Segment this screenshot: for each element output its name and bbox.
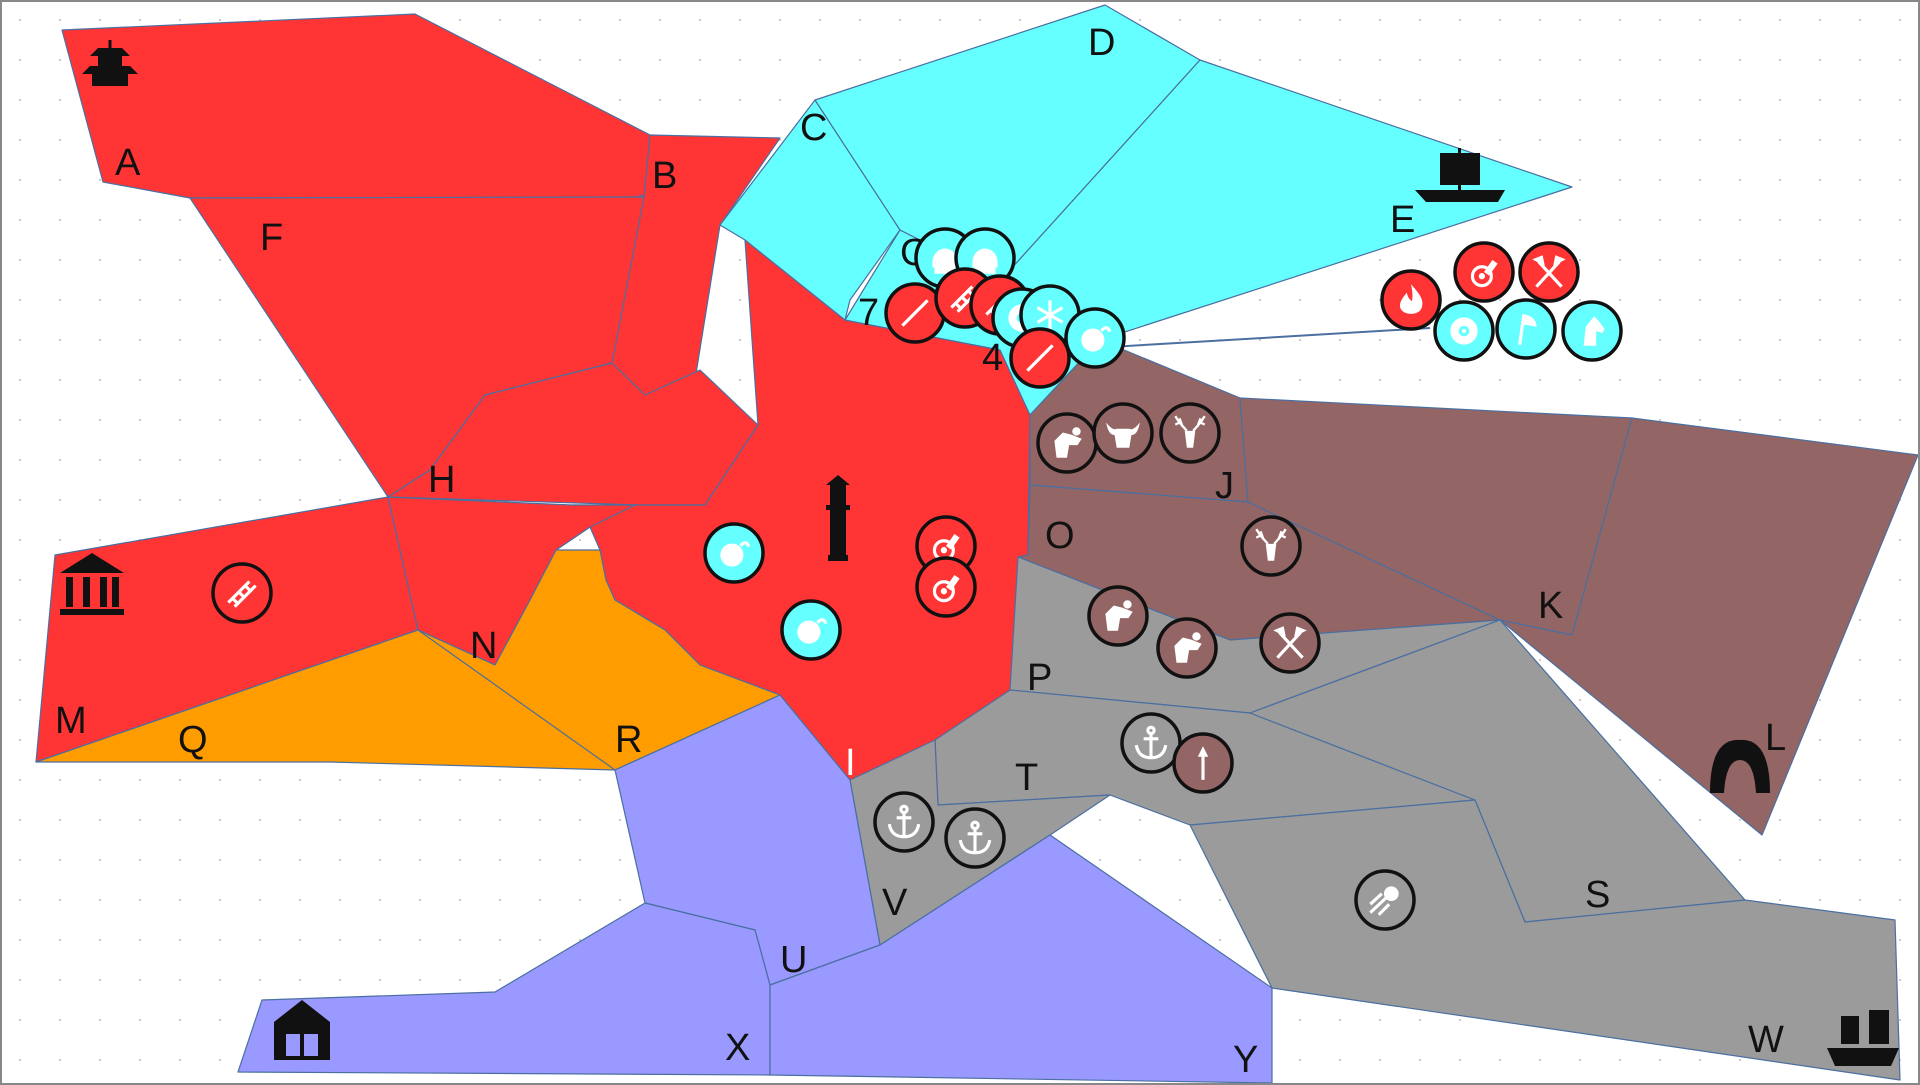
landmarks [60, 40, 1899, 1066]
region-label-M: M [55, 700, 87, 742]
region-label-Y: Y [1233, 1039, 1258, 1081]
stack-count-4: 4 [982, 337, 1003, 379]
unit-token-V-anchor[interactable] [873, 791, 935, 853]
unit-token-P-dragon-head[interactable] [1087, 585, 1149, 647]
region-label-C: C [800, 107, 827, 149]
region-labels: A B C D E F G H I J K L M N O P Q R S T … [55, 22, 1786, 1081]
temple-icon [60, 553, 124, 615]
unit-token-J-dragon-head[interactable] [1036, 412, 1098, 474]
region-Y[interactable] [769, 834, 1273, 1084]
unit-token-G-bomb[interactable] [1064, 307, 1126, 369]
shield-icon [1450, 317, 1478, 345]
unit-token-J-bull-skull[interactable] [1092, 402, 1154, 464]
region-label-P: P [1027, 657, 1052, 699]
barn-icon [274, 1000, 330, 1060]
unit-tokens [211, 227, 1623, 931]
pagoda-icon [82, 40, 138, 86]
region-W[interactable] [1189, 799, 1901, 1081]
unit-token-I-bomb[interactable] [780, 599, 842, 661]
unit-token-M-ladder[interactable] [211, 562, 273, 624]
region-label-I: I [845, 742, 856, 784]
region-label-H: H [428, 459, 455, 501]
region-label-L: L [1765, 717, 1786, 759]
unit-token-disc [1380, 269, 1442, 331]
region-label-S: S [1585, 874, 1610, 916]
region-label-O: O [1045, 515, 1075, 557]
cave-icon [1710, 739, 1770, 793]
unit-token-P-dragon-head[interactable] [1156, 617, 1218, 679]
region-label-B: B [652, 155, 677, 197]
region-label-X: X [725, 1027, 750, 1069]
region-label-T: T [1015, 757, 1038, 799]
stack-count-7: 7 [858, 292, 879, 334]
unit-token-E-horse-head[interactable] [1561, 300, 1623, 362]
move-arrow [1109, 327, 1431, 348]
unit-token-T-spear[interactable] [1172, 732, 1234, 794]
region-label-N: N [470, 625, 497, 667]
region-label-W: W [1748, 1019, 1784, 1061]
unit-token-O-deer-head[interactable] [1240, 515, 1302, 577]
longship-icon [1415, 148, 1505, 202]
unit-token-E-fire[interactable] [1380, 269, 1442, 331]
unit-token-E-crossed-axes[interactable] [1518, 241, 1580, 303]
unit-token-E-axe[interactable] [1495, 298, 1557, 360]
pirate-ship-icon [1827, 1010, 1899, 1066]
region-label-U: U [780, 939, 807, 981]
unit-token-I-cannon[interactable] [915, 556, 977, 618]
region-label-F: F [260, 217, 283, 259]
region-label-Q: Q [178, 719, 208, 761]
region-label-D: D [1088, 22, 1115, 64]
unit-token-E-cannon[interactable] [1453, 241, 1515, 303]
unit-token-I-bomb[interactable] [703, 522, 765, 584]
unit-token-T-anchor[interactable] [1120, 712, 1182, 774]
region-label-V: V [882, 882, 908, 924]
region-label-E: E [1390, 199, 1415, 241]
unit-token-V-anchor[interactable] [944, 807, 1006, 869]
unit-token-E-shield[interactable] [1433, 300, 1495, 362]
unit-token-J-deer-head[interactable] [1159, 402, 1221, 464]
unit-token-G-staff[interactable] [1009, 327, 1071, 389]
unit-token-disc [1495, 298, 1557, 360]
tower-icon [826, 475, 850, 561]
region-label-K: K [1538, 585, 1563, 627]
region-X[interactable] [237, 902, 771, 1076]
region-A[interactable] [61, 13, 651, 199]
unit-token-S-comet[interactable] [1354, 869, 1416, 931]
region-label-A: A [115, 142, 141, 184]
unit-token-P-crossed-axes[interactable] [1259, 612, 1321, 674]
map-regions [35, 4, 1919, 1084]
region-label-R: R [615, 719, 642, 761]
region-L[interactable] [1499, 417, 1919, 836]
region-label-J: J [1215, 465, 1234, 507]
